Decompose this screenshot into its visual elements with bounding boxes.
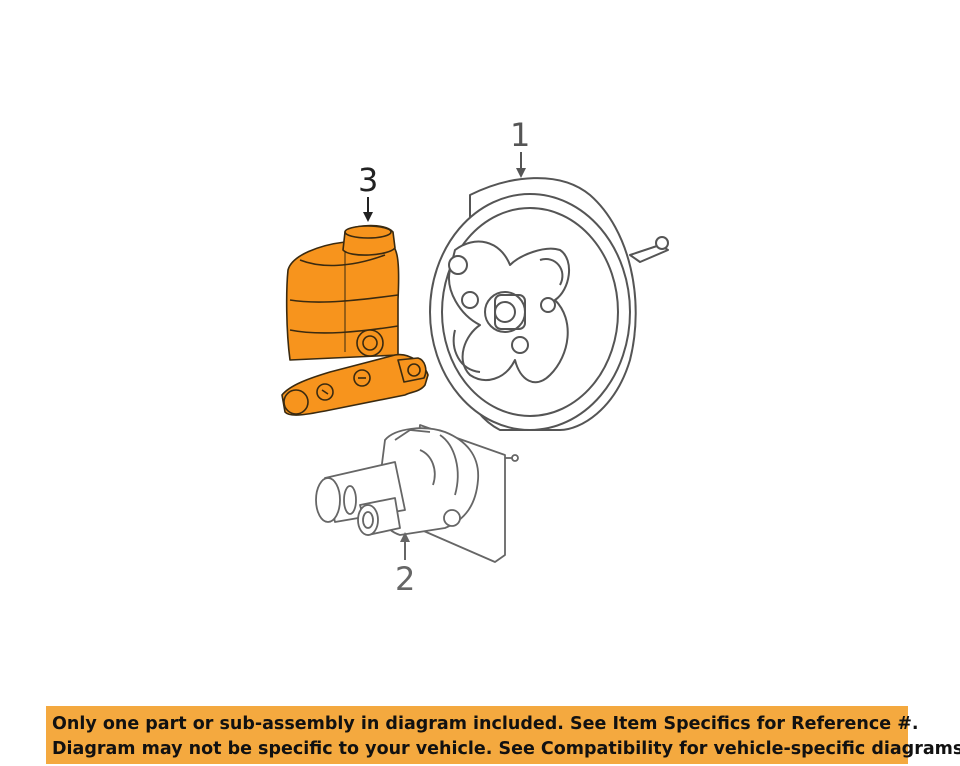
- callout-part-1: 1: [510, 116, 530, 178]
- disclaimer-line-2: Diagram may not be specific to your vehi…: [52, 739, 960, 759]
- arrow-icon: [363, 212, 373, 222]
- abs-modulator: [315, 424, 519, 563]
- disclaimer-banner: Only one part or sub-assembly in diagram…: [46, 706, 960, 764]
- callout-part-2: 2: [395, 532, 415, 598]
- arrow-icon: [400, 532, 410, 542]
- disclaimer-line-1: Only one part or sub-assembly in diagram…: [52, 714, 919, 734]
- master-cylinder: [281, 224, 429, 416]
- brake-booster: [429, 177, 669, 431]
- arrow-icon: [516, 168, 526, 178]
- callout-number-2: 2: [395, 560, 415, 598]
- callout-number-3: 3: [358, 161, 378, 199]
- callout-part-3: 3: [358, 161, 378, 222]
- callout-number-1: 1: [510, 116, 530, 154]
- parts-diagram: 1 2: [281, 116, 669, 598]
